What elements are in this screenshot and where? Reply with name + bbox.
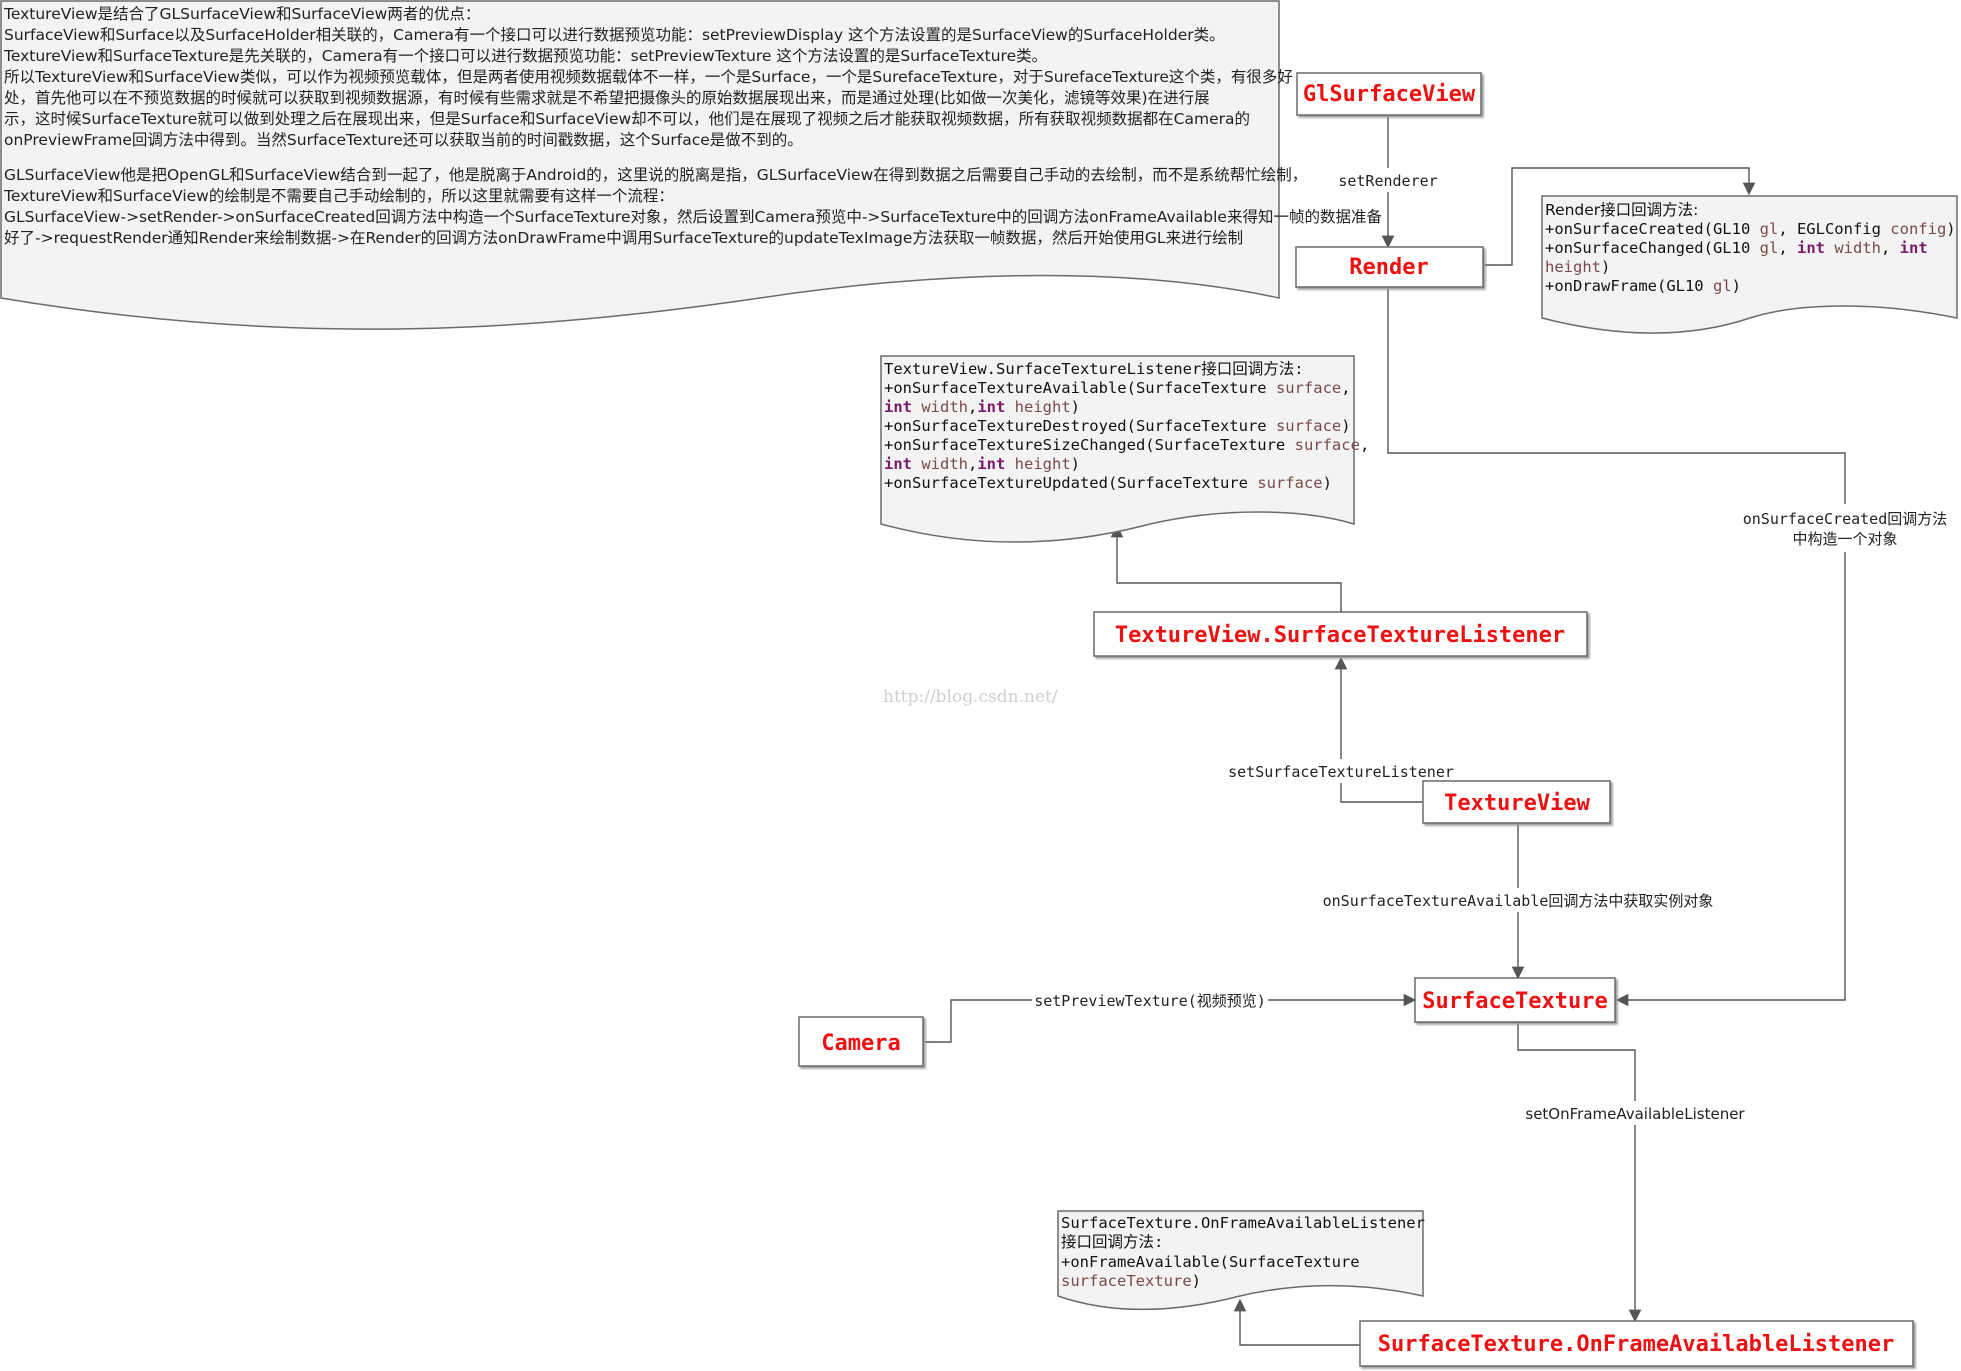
node-title: SurfaceTexture.OnFrameAvailableListener	[1378, 1332, 1895, 1357]
note-title: TextureView.SurfaceTextureListener接口回调方法…	[884, 360, 1304, 378]
note-title: Render接口回调方法:	[1545, 201, 1698, 219]
description-line: SurfaceView和Surface以及SurfaceHolder相关联的，C…	[4, 26, 1225, 44]
note-title: 接口回调方法:	[1061, 1233, 1163, 1251]
description-line: 示，这时候SurfaceTexture就可以做到处理之后在展现出来，但是Surf…	[4, 110, 1250, 128]
edge-set-on-frame-available-listener	[1517, 1022, 1642, 1323]
edge-label-bg	[1032, 988, 1268, 1012]
node-box	[1093, 611, 1588, 657]
edge-label-set-renderer: setRenderer	[1338, 172, 1437, 190]
description-line: TextureView和SurfaceView的绘制是不需要自己手动绘制的，所以…	[3, 187, 674, 205]
note-method: +onSurfaceChanged(GL10 gl, int width, in…	[1545, 239, 1928, 257]
note-method: +onSurfaceTextureAvailable(SurfaceTextur…	[884, 379, 1351, 397]
description-line: 处，首先他可以在不预览数据的时候就可以获取到视频数据源，有时候有些需求就是不希望…	[4, 88, 1210, 107]
note-method: +onSurfaceTextureSizeChanged(SurfaceText…	[884, 436, 1369, 454]
description-line: TextureView是结合了GLSurfaceView和SurfaceView…	[3, 5, 480, 23]
edge-on-surface-created	[1387, 287, 1846, 1007]
edge-label-set-surface-texture-listener: setSurfaceTextureListener	[1228, 763, 1454, 781]
description-line: GLSurfaceView他是把OpenGL和SurfaceView结合到一起了…	[4, 166, 1307, 184]
note-method: +onSurfaceTextureUpdated(SurfaceTexture …	[884, 474, 1332, 492]
description-line: TextureView和SurfaceTexture是先关联的，Camera有一…	[3, 47, 1047, 65]
edge-listener-note	[1110, 524, 1342, 612]
node-title: TextureView	[1444, 791, 1590, 816]
note-frame-listener-callbacks: SurfaceTexture.OnFrameAvailableListener …	[1057, 1210, 1425, 1311]
description-note: TextureView是结合了GLSurfaceView和SurfaceView…	[0, 0, 1382, 330]
edge-label-bg	[1537, 1101, 1733, 1125]
edge-label-set-on-frame-available-listener: setOnFrameAvailableListener	[1525, 1105, 1745, 1123]
note-method: height)	[1545, 258, 1610, 276]
note-title: SurfaceTexture.OnFrameAvailableListener	[1061, 1214, 1425, 1232]
node-box	[1295, 246, 1484, 288]
node-title: SurfaceTexture	[1422, 989, 1607, 1014]
edge-label-set-preview-texture: setPreviewTexture(视频预览)	[1034, 992, 1266, 1010]
node-title: TextureView.SurfaceTextureListener	[1115, 623, 1565, 648]
node-box	[798, 1016, 924, 1067]
edge-label-on-surface-created-2: 中构造一个对象	[1792, 530, 1897, 548]
node-textureview-listener[interactable]: TextureView.SurfaceTextureListener	[1093, 611, 1588, 657]
edge-label-bg	[1738, 504, 1952, 552]
edge-label-bg	[1228, 759, 1453, 783]
note-method: +onFrameAvailable(SurfaceTexture	[1061, 1253, 1360, 1271]
node-textureview[interactable]: TextureView	[1422, 780, 1611, 824]
node-title: Camera	[821, 1031, 900, 1056]
node-title: GlSurfaceView	[1303, 82, 1476, 107]
node-box	[1296, 72, 1482, 116]
note-method: +onSurfaceTextureDestroyed(SurfaceTextur…	[884, 417, 1351, 435]
edge-set-surface-texture-listener	[1334, 656, 1423, 803]
note-render-callbacks: Render接口回调方法: +onSurfaceCreated(GL10 gl,…	[1541, 195, 1958, 334]
note-method: int width,int height)	[884, 398, 1080, 416]
node-title: Render	[1349, 255, 1428, 280]
node-box	[1414, 977, 1616, 1023]
note-method: surfaceTexture)	[1061, 1272, 1201, 1290]
node-box	[1359, 1320, 1914, 1367]
note-method: +onSurfaceCreated(GL10 gl, EGLConfig con…	[1545, 220, 1956, 238]
edge-render-note	[1484, 167, 1756, 266]
description-line: onPreviewFrame回调方法中得到。当然SurfaceTexture还可…	[4, 131, 803, 149]
node-glsurfaceview[interactable]: GlSurfaceView	[1296, 72, 1482, 116]
edge-label-bg	[1336, 168, 1440, 192]
description-line: GLSurfaceView->setRender->onSurfaceCreat…	[4, 208, 1382, 226]
node-frame-listener[interactable]: SurfaceTexture.OnFrameAvailableListener	[1359, 1320, 1914, 1367]
node-surfacetexture[interactable]: SurfaceTexture	[1414, 977, 1616, 1023]
node-render[interactable]: Render	[1295, 246, 1484, 288]
edge-label-bg	[1313, 888, 1723, 912]
node-camera[interactable]: Camera	[798, 1016, 924, 1067]
node-box	[1422, 780, 1611, 824]
edge-label-on-surface-texture-available: onSurfaceTextureAvailable回调方法中获取实例对象	[1323, 892, 1714, 910]
note-textureview-listener-callbacks: TextureView.SurfaceTextureListener接口回调方法…	[880, 355, 1369, 543]
watermark: http://blog.csdn.net/	[883, 687, 1058, 707]
edge-frame-listener-note	[1233, 1298, 1360, 1346]
note-method: +onDrawFrame(GL10 gl)	[1545, 277, 1741, 295]
description-line: 所以TextureView和SurfaceView类似，可以作为视频预览载体，但…	[4, 68, 1293, 86]
edge-label-on-surface-created: onSurfaceCreated回调方法	[1743, 510, 1948, 528]
note-method: int width,int height)	[884, 455, 1080, 473]
description-line: 好了->requestRender通知Render来绘制数据->在Render的…	[4, 229, 1243, 247]
